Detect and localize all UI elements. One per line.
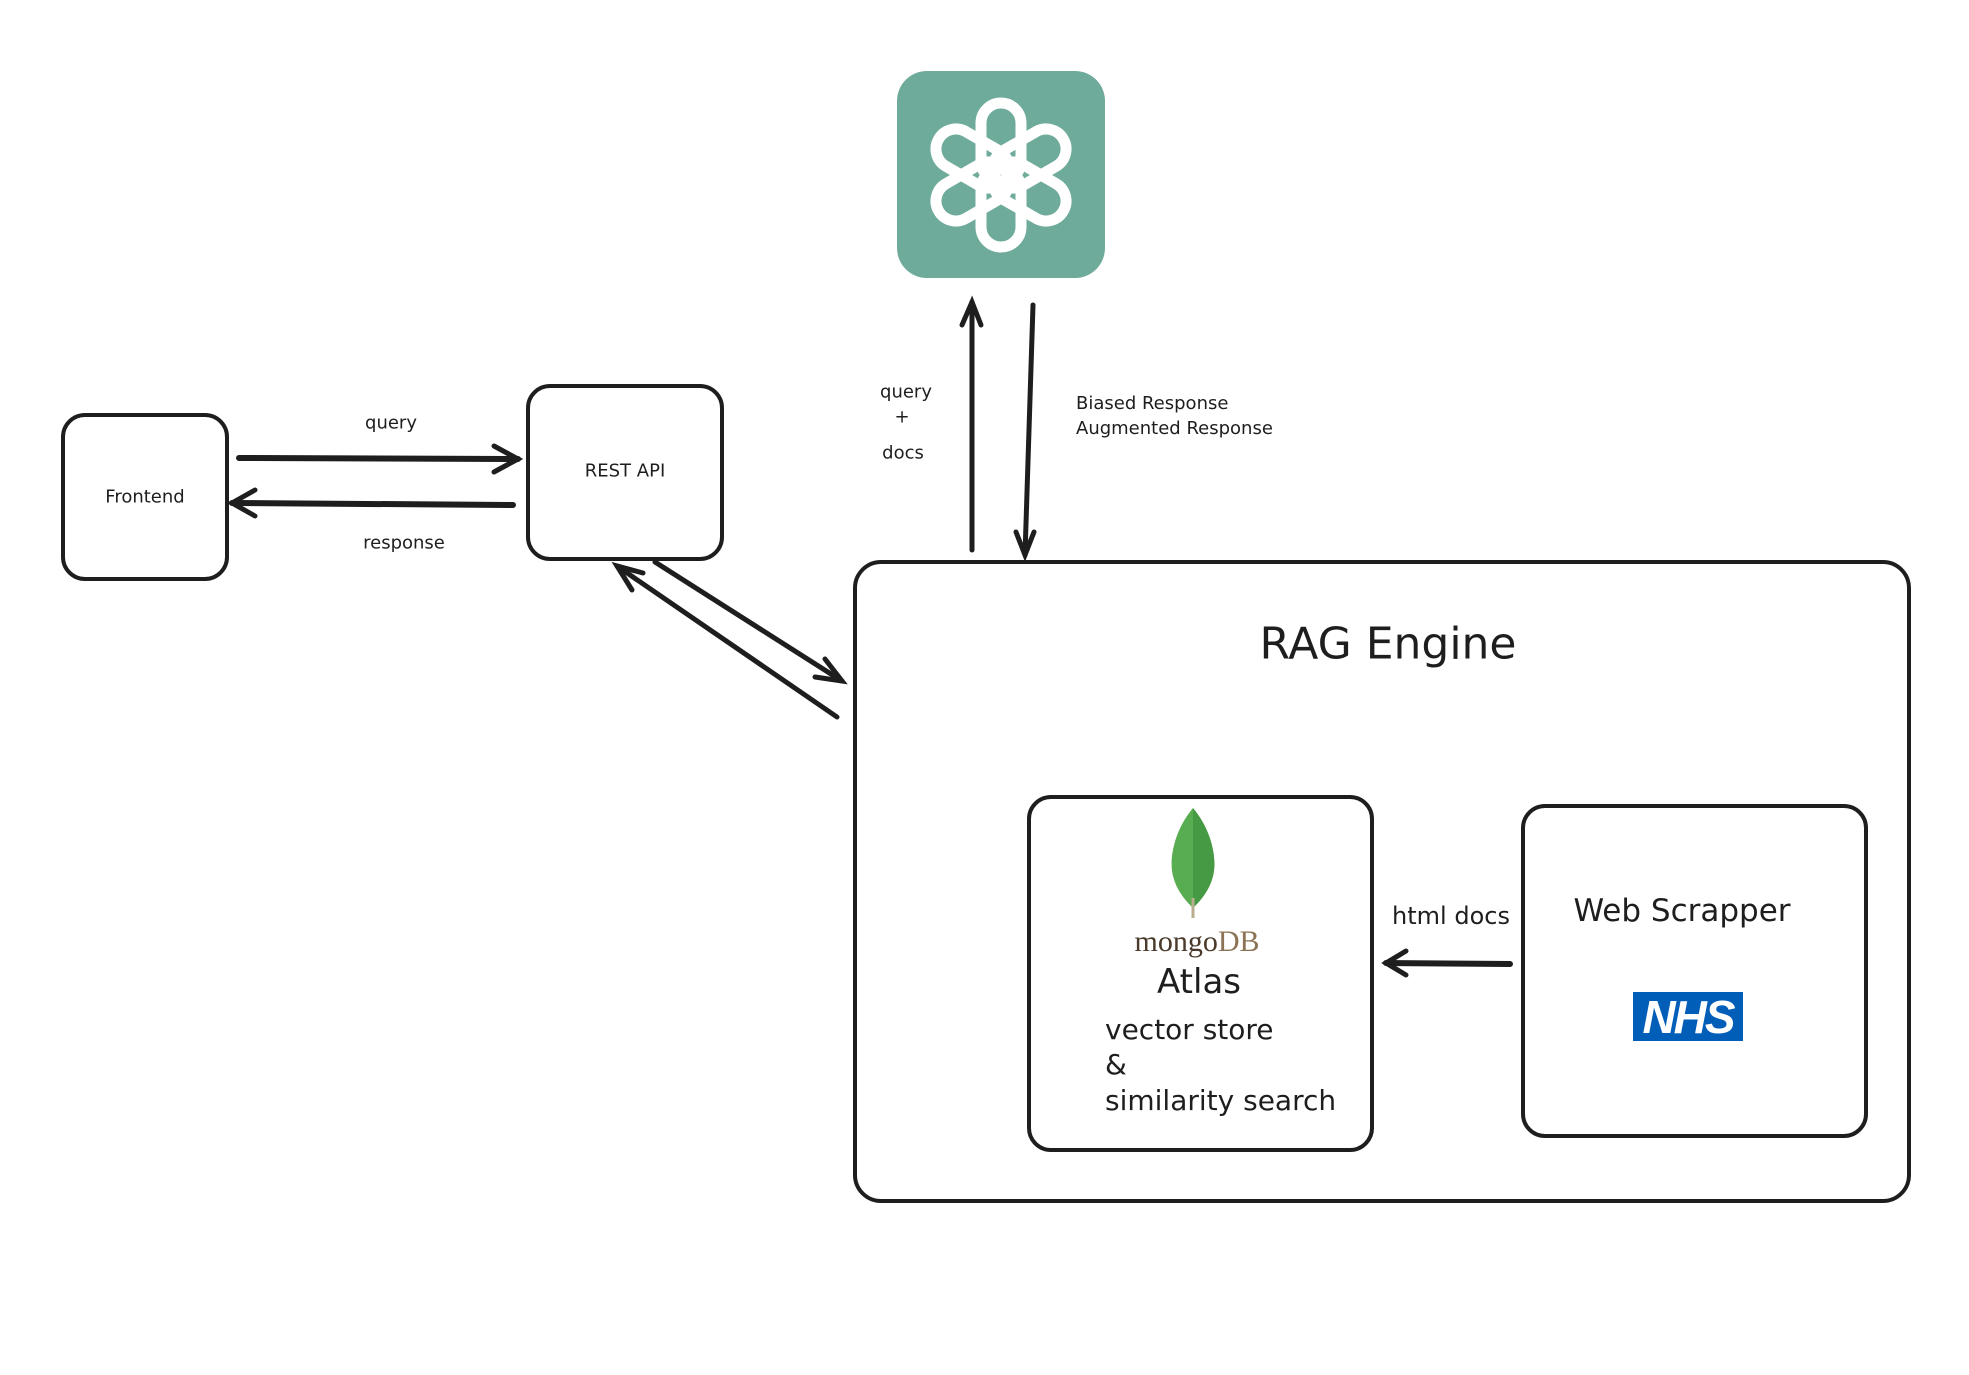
rest-api-label: REST API — [584, 460, 666, 482]
edge-label-html-docs: html docs — [1392, 902, 1510, 930]
rag-engine-node[interactable] — [853, 560, 1911, 1203]
rag-engine-title: RAG Engine — [1259, 618, 1517, 670]
web-scrapper-node[interactable] — [1521, 804, 1868, 1138]
mongodb-wordmark-mongo: mongo — [1134, 925, 1218, 958]
arrow-llm-to-rag — [1013, 302, 1037, 562]
rest-api-node[interactable] — [526, 384, 724, 561]
mongodb-wordmark: mongoDB — [1134, 925, 1259, 959]
arrow-rag-to-api — [611, 561, 840, 720]
nhs-logo-text: NHS — [1642, 990, 1735, 1043]
arrow-scrapper-to-mongo — [1381, 948, 1513, 978]
arrow-api-to-rag — [652, 559, 848, 685]
edge-label-response: response — [363, 532, 445, 554]
mongodb-line-2: & — [1105, 1048, 1127, 1081]
edge-label-llm-to-rag-1: Biased Response — [1076, 393, 1229, 414]
edge-label-rag-to-llm-2: + — [894, 406, 910, 428]
edge-label-llm-to-rag-2: Augmented Response — [1076, 418, 1273, 439]
mongodb-node[interactable] — [1027, 795, 1374, 1152]
mongodb-atlas-label: Atlas — [1157, 962, 1241, 1002]
nhs-logo-icon: NHS — [1633, 990, 1743, 1043]
arrow-frontend-to-api — [236, 443, 524, 475]
edge-label-rag-to-llm-1: query — [880, 381, 932, 403]
arrow-api-to-frontend — [226, 487, 516, 519]
mongodb-line-3: similarity search — [1105, 1084, 1337, 1117]
mongodb-line-1: vector store — [1105, 1013, 1274, 1046]
mongodb-wordmark-db: DB — [1217, 925, 1260, 958]
frontend-label: Frontend — [105, 486, 185, 508]
openai-logo-icon — [930, 97, 1072, 253]
frontend-node[interactable] — [61, 413, 229, 581]
web-scrapper-label: Web Scrapper — [1573, 893, 1791, 929]
edge-label-rag-to-llm-3: docs — [882, 442, 924, 464]
edge-label-query: query — [365, 412, 417, 434]
llm-node[interactable] — [897, 71, 1105, 278]
mongodb-leaf-icon — [1171, 808, 1215, 918]
arrow-rag-to-llm — [959, 295, 984, 553]
